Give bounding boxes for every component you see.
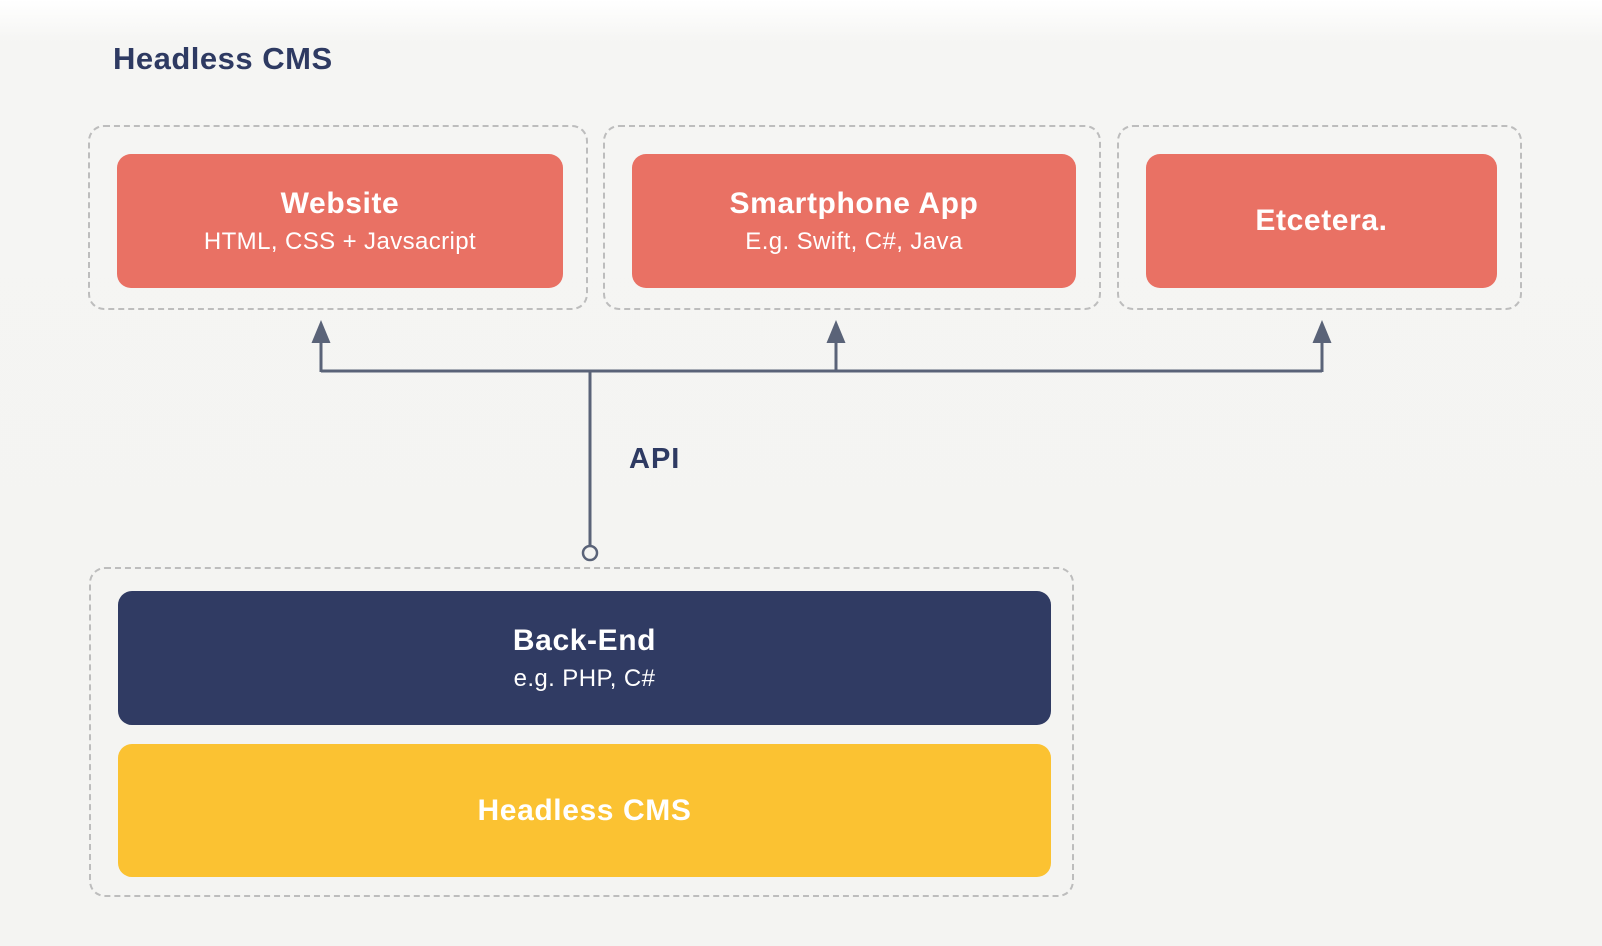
backend-card: Back-End e.g. PHP, C# [118,591,1051,725]
frontend-group-website: Website HTML, CSS + Javsacript [88,125,588,310]
website-card-title: Website [280,186,400,220]
smartphone-app-card-title: Smartphone App [729,186,979,220]
smartphone-app-card: Smartphone App E.g. Swift, C#, Java [632,154,1076,288]
arrowhead-website-icon [311,320,331,343]
backend-group: Back-End e.g. PHP, C# Headless CMS [89,567,1074,897]
frontend-group-etcetera: Etcetera. [1117,125,1522,310]
arrowhead-etcetera-icon [1312,320,1332,343]
website-card-subtitle: HTML, CSS + Javsacript [203,227,477,255]
page-title: Headless CMS [113,41,333,76]
headless-cms-card-title: Headless CMS [477,793,692,827]
frontend-group-smartphone-app: Smartphone App E.g. Swift, C#, Java [603,125,1101,310]
etcetera-card: Etcetera. [1146,154,1497,288]
arrowhead-smartphone-app-icon [826,320,846,343]
headless-cms-card: Headless CMS [118,744,1051,877]
website-card: Website HTML, CSS + Javsacript [117,154,563,288]
api-endpoint-circle-icon [581,544,599,562]
backend-card-subtitle: e.g. PHP, C# [513,664,656,692]
smartphone-app-card-subtitle: E.g. Swift, C#, Java [745,227,963,255]
backend-card-title: Back-End [512,623,657,657]
etcetera-card-title: Etcetera. [1255,204,1388,237]
api-label: API [629,443,681,475]
